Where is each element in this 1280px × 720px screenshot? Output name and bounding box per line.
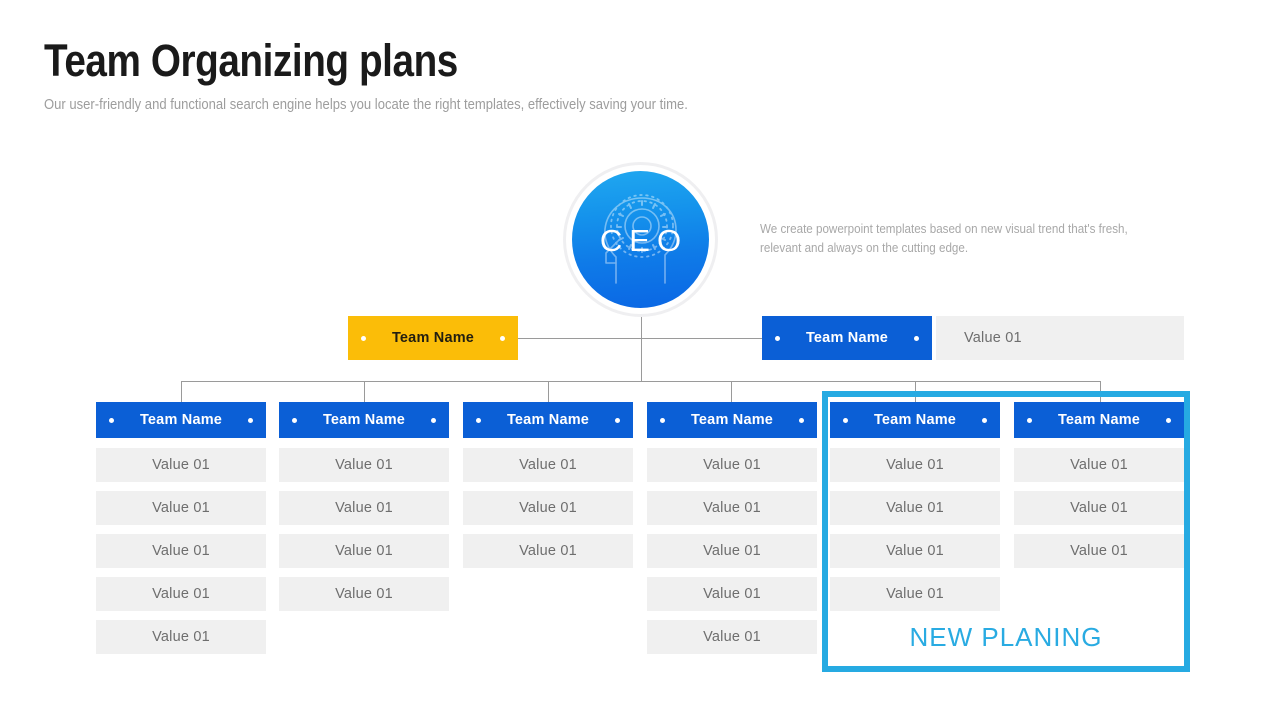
column-4-cell-1[interactable]: Value 01 <box>647 448 817 482</box>
cell-label: Value 01 <box>335 586 393 602</box>
column-6-header[interactable]: Team Name <box>1014 402 1184 438</box>
column-6-cell-2[interactable]: Value 01 <box>1014 491 1184 525</box>
cell-label: Value 01 <box>1070 500 1128 516</box>
bullet-dot-left-icon <box>292 417 297 423</box>
column-6-cell-1[interactable]: Value 01 <box>1014 448 1184 482</box>
bullet-dot-right-icon <box>615 417 620 423</box>
cell-label: Value 01 <box>335 500 393 516</box>
ceo-label: CEO <box>599 223 689 258</box>
head-brain-gear-icon <box>604 194 677 284</box>
new-planing-caption: NEW PLANING <box>909 622 1103 652</box>
column-5-cell-4[interactable]: Value 01 <box>830 577 1000 611</box>
connector-drop-4 <box>731 381 732 402</box>
tier1-right-node-label: Team Name <box>805 330 889 346</box>
column-5-cell-3[interactable]: Value 01 <box>830 534 1000 568</box>
cell-label: Value 01 <box>886 500 944 516</box>
column-1-cell-3[interactable]: Value 01 <box>96 534 266 568</box>
side-note-text: We create powerpoint templates based on … <box>760 222 1128 255</box>
connector-tier1-horizontal <box>517 338 762 339</box>
cell-label: Value 01 <box>152 586 210 602</box>
column-3-cell-3[interactable]: Value 01 <box>463 534 633 568</box>
column-header-label: Team Name <box>322 412 406 428</box>
column-1-cell-4[interactable]: Value 01 <box>96 577 266 611</box>
cell-label: Value 01 <box>152 457 210 473</box>
column-1-cell-5[interactable]: Value 01 <box>96 620 266 654</box>
bullet-dot-left-icon <box>109 417 114 423</box>
cell-label: Value 01 <box>886 586 944 602</box>
column-2-header[interactable]: Team Name <box>279 402 449 438</box>
column-2-cell-3[interactable]: Value 01 <box>279 534 449 568</box>
ceo-outer-ring <box>563 162 718 317</box>
new-planing-highlight-box[interactable] <box>822 391 1190 672</box>
tier1-right-value-label: Value 01 <box>964 330 1022 346</box>
column-3-header[interactable]: Team Name <box>463 402 633 438</box>
tier1-left-node-label: Team Name <box>391 330 475 346</box>
column-4-cell-5[interactable]: Value 01 <box>647 620 817 654</box>
column-2-cell-1[interactable]: Value 01 <box>279 448 449 482</box>
bullet-dot-right-icon <box>799 417 804 423</box>
bullet-dot-right-icon <box>500 335 505 341</box>
bullet-dot-right-icon <box>982 417 987 423</box>
cell-label: Value 01 <box>886 543 944 559</box>
page-subtitle: Our user-friendly and functional search … <box>44 97 688 113</box>
cell-label: Value 01 <box>703 586 761 602</box>
connector-ceo-vertical <box>641 317 642 381</box>
bullet-dot-right-icon <box>914 335 919 341</box>
bullet-dot-left-icon <box>843 417 848 423</box>
column-6-cell-3[interactable]: Value 01 <box>1014 534 1184 568</box>
column-2-cell-4[interactable]: Value 01 <box>279 577 449 611</box>
cell-label: Value 01 <box>519 500 577 516</box>
ceo-node[interactable]: CEO <box>563 162 718 317</box>
bullet-dot-left-icon <box>775 335 780 341</box>
tier1-left-node[interactable]: Team Name <box>348 316 518 360</box>
bullet-dot-left-icon <box>476 417 481 423</box>
bullet-dot-left-icon <box>660 417 665 423</box>
tier1-right-value-cell[interactable]: Value 01 <box>936 316 1184 360</box>
column-4-header[interactable]: Team Name <box>647 402 817 438</box>
column-header-label: Team Name <box>873 412 957 428</box>
column-5-header[interactable]: Team Name <box>830 402 1000 438</box>
cell-label: Value 01 <box>152 543 210 559</box>
connector-drop-1 <box>181 381 182 402</box>
cell-label: Value 01 <box>519 457 577 473</box>
ceo-circle: CEO <box>572 171 709 308</box>
cell-label: Value 01 <box>152 629 210 645</box>
column-5-cell-2[interactable]: Value 01 <box>830 491 1000 525</box>
cell-label: Value 01 <box>703 543 761 559</box>
column-2-cell-2[interactable]: Value 01 <box>279 491 449 525</box>
column-header-label: Team Name <box>139 412 223 428</box>
bullet-dot-left-icon <box>361 335 366 341</box>
cell-label: Value 01 <box>703 629 761 645</box>
column-5-cell-1[interactable]: Value 01 <box>830 448 1000 482</box>
column-header-label: Team Name <box>690 412 774 428</box>
cell-label: Value 01 <box>703 500 761 516</box>
cell-label: Value 01 <box>519 543 577 559</box>
cell-label: Value 01 <box>152 500 210 516</box>
connector-column-bus <box>181 381 1101 382</box>
column-header-label: Team Name <box>506 412 590 428</box>
column-header-label: Team Name <box>1057 412 1141 428</box>
tier1-right-node[interactable]: Team Name <box>762 316 932 360</box>
connector-drop-2 <box>364 381 365 402</box>
cell-label: Value 01 <box>886 457 944 473</box>
bullet-dot-right-icon <box>1166 417 1171 423</box>
column-3-cell-1[interactable]: Value 01 <box>463 448 633 482</box>
cell-label: Value 01 <box>703 457 761 473</box>
column-4-cell-4[interactable]: Value 01 <box>647 577 817 611</box>
connector-drop-3 <box>548 381 549 402</box>
column-4-cell-2[interactable]: Value 01 <box>647 491 817 525</box>
bullet-dot-right-icon <box>248 417 253 423</box>
cell-label: Value 01 <box>1070 543 1128 559</box>
bullet-dot-left-icon <box>1027 417 1032 423</box>
cell-label: Value 01 <box>335 457 393 473</box>
column-1-cell-1[interactable]: Value 01 <box>96 448 266 482</box>
bullet-dot-right-icon <box>431 417 436 423</box>
column-3-cell-2[interactable]: Value 01 <box>463 491 633 525</box>
cell-label: Value 01 <box>1070 457 1128 473</box>
column-1-header[interactable]: Team Name <box>96 402 266 438</box>
cell-label: Value 01 <box>335 543 393 559</box>
page-title: Team Organizing plans <box>44 35 458 86</box>
column-1-cell-2[interactable]: Value 01 <box>96 491 266 525</box>
column-4-cell-3[interactable]: Value 01 <box>647 534 817 568</box>
